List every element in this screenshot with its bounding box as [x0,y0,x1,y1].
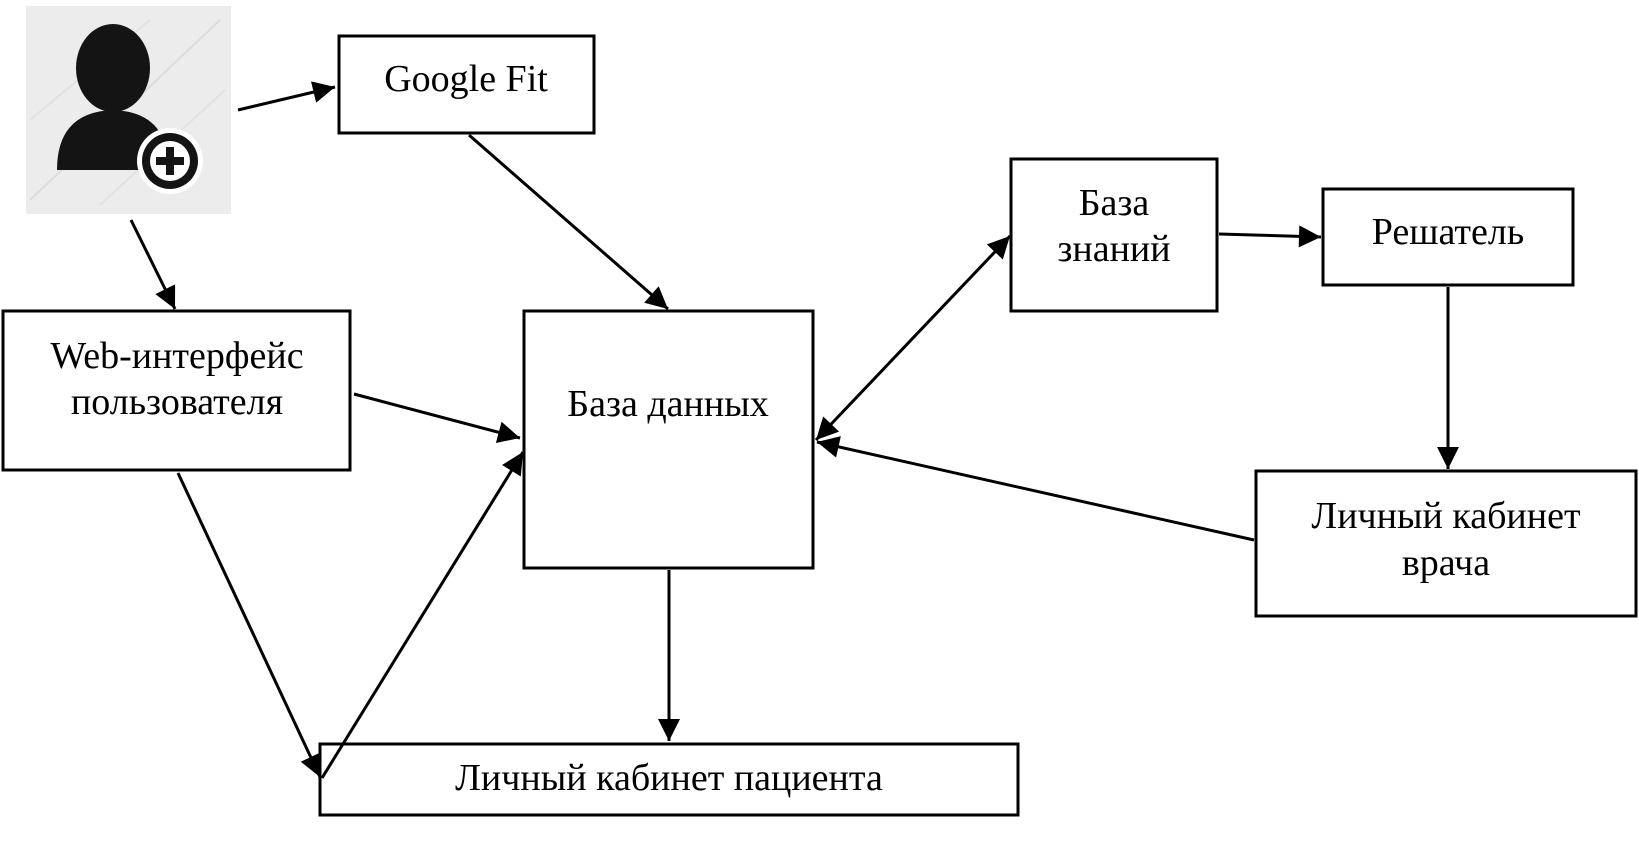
node-web-interface-line2: пользователя [71,381,283,423]
node-solver: Решатель [1321,187,1575,287]
node-knowledge-base-line2: знаний [1057,228,1170,270]
edge-database-knowledge-base-bidirectional [814,234,1012,442]
node-database-label: База данных [567,383,768,425]
node-web-interface: Web-интерфейс пользователя [1,309,352,472]
edge-user-to-google-fit [237,81,336,112]
edge-knowledge-base-to-solver [1218,225,1322,248]
node-doctor-cabinet-line1: Личный кабинет [1311,495,1581,537]
edge-google-fit-to-database [468,133,669,311]
node-solver-label: Решатель [1372,211,1524,253]
add-user-icon [26,6,231,214]
node-doctor-cabinet: Личный кабинет врача [1254,469,1638,618]
edge-user-to-web-interface [129,219,177,310]
edge-web-interface-to-database [353,392,521,443]
edge-patient-cabinet-to-database [320,451,525,779]
node-web-interface-line1: Web-интерфейс [50,335,303,377]
edge-web-interface-to-patient-cabinet [176,472,322,778]
node-doctor-cabinet-line2: врача [1402,542,1490,584]
node-patient-cabinet: Личный кабинет пациента [318,742,1020,817]
node-database: База данных [522,309,815,570]
node-patient-cabinet-label: Личный кабинет пациента [455,757,883,799]
node-google-fit-label: Google Fit [384,58,548,100]
edge-doctor-cabinet-to-database [816,436,1255,542]
node-knowledge-base-line1: База [1079,182,1150,224]
node-knowledge-base: База знаний [1009,157,1219,313]
node-google-fit: Google Fit [337,34,596,135]
